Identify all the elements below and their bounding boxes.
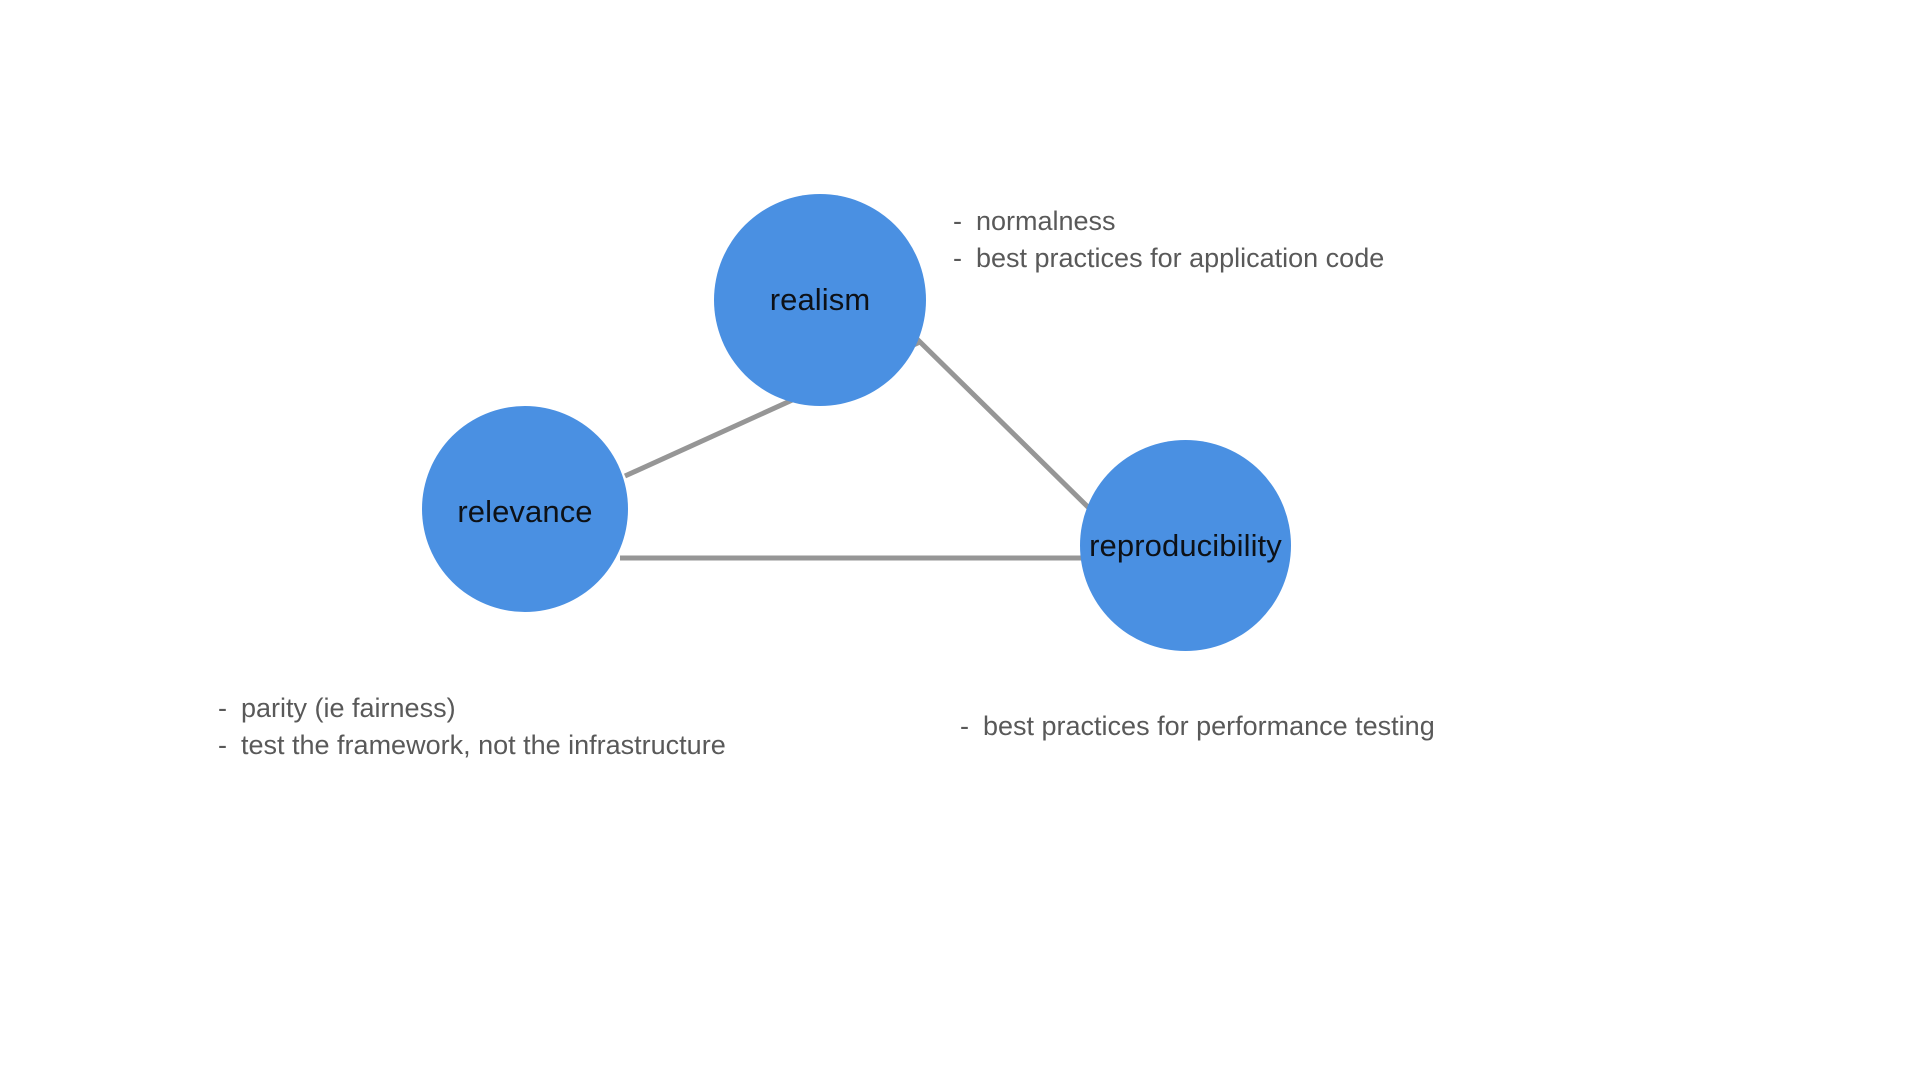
note-relevance: - parity (ie fairness) - test the framew… [218,690,726,764]
bullet-dash-icon: - [218,693,227,723]
node-reproducibility[interactable]: reproducibility [1080,440,1291,651]
node-realism[interactable]: realism [714,194,926,406]
node-relevance-label: relevance [457,494,593,529]
edge-realism-reproducibility [914,336,1095,514]
note-realism-text-1: normalness [976,206,1116,236]
node-relevance[interactable]: relevance [422,406,628,612]
note-reproducibility: - best practices for performance testing [960,708,1435,745]
bullet-dash-icon: - [960,711,969,741]
note-relevance-line-2: - test the framework, not the infrastruc… [218,727,726,764]
note-realism-text-2: best practices for application code [976,243,1385,273]
bullet-dash-icon: - [953,206,962,236]
note-reproducibility-text-1: best practices for performance testing [983,711,1435,741]
node-realism-label: realism [769,282,871,317]
note-relevance-text-1: parity (ie fairness) [241,693,456,723]
bullet-dash-icon: - [218,730,227,760]
note-relevance-text-2: test the framework, not the infrastructu… [241,730,726,760]
note-realism: - normalness - best practices for applic… [953,203,1384,277]
note-realism-line-2: - best practices for application code [953,240,1384,277]
note-relevance-line-1: - parity (ie fairness) [218,690,726,727]
note-reproducibility-line-1: - best practices for performance testing [960,708,1435,745]
bullet-dash-icon: - [953,243,962,273]
node-reproducibility-label: reproducibility [1089,528,1282,563]
note-realism-line-1: - normalness [953,203,1384,240]
